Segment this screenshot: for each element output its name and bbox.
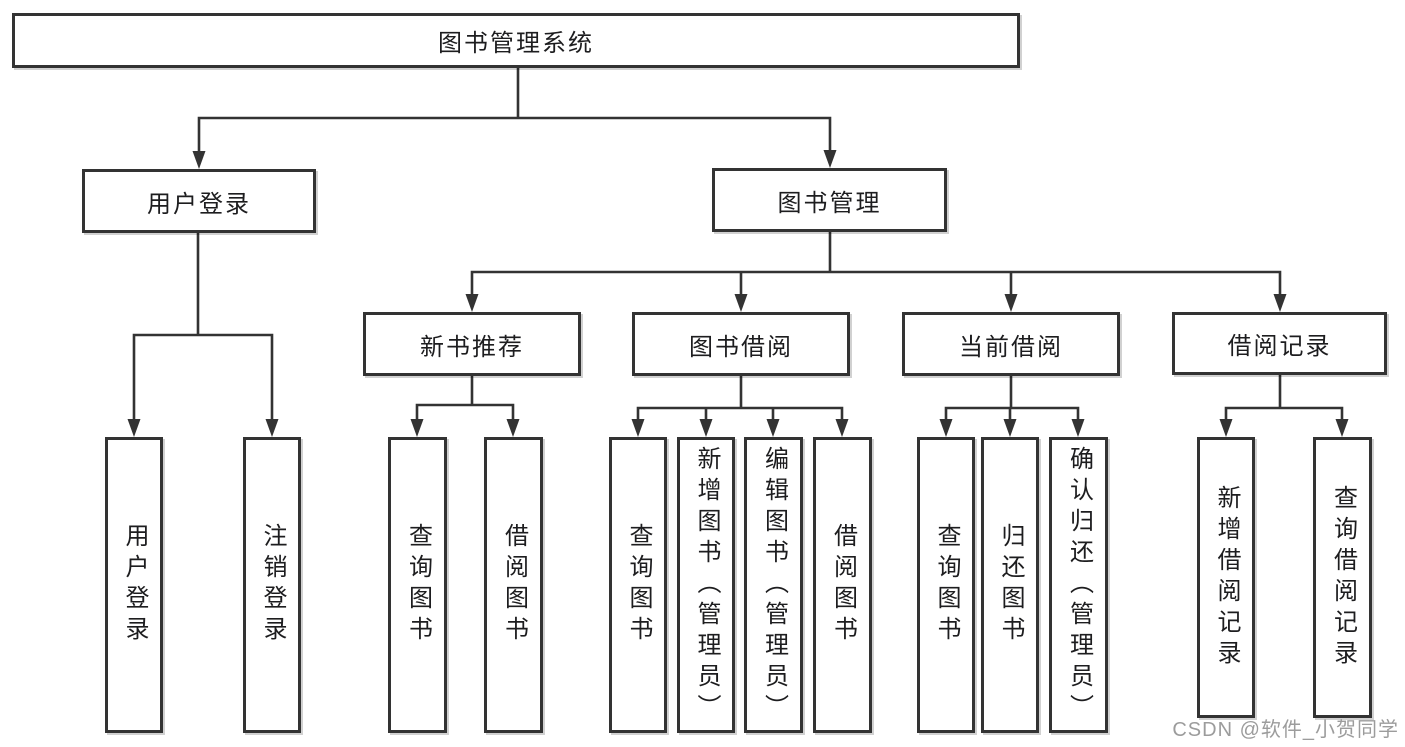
leaf-edit-books-admin: 编辑图书（管理员） <box>744 437 803 733</box>
leaf-label: 新增借阅记录 <box>1213 484 1240 671</box>
arrowheads <box>127 150 1349 437</box>
leaf-label: 查询图书 <box>933 523 960 647</box>
leaf-label: 确认归还（管理员） <box>1065 445 1093 725</box>
connector-new-book-split <box>415 374 515 424</box>
leaf-query-borrow-record: 查询借阅记录 <box>1313 437 1372 718</box>
leaf-label: 查询图书 <box>404 523 432 647</box>
leaf-label: 查询借阅记录 <box>1329 484 1357 671</box>
leaf-label: 借阅图书 <box>829 523 857 647</box>
node-new-book-recommend: 新书推荐 <box>363 312 581 376</box>
node-borrow-records: 借阅记录 <box>1172 312 1387 375</box>
leaf-return-books: 归还图书 <box>981 437 1039 733</box>
node-current-borrow: 当前借阅 <box>902 312 1120 376</box>
node-book-borrowing: 图书借阅 <box>632 312 850 376</box>
leaf-query-books-borrowing: 查询图书 <box>609 437 667 733</box>
leaf-label: 归还图书 <box>997 523 1024 647</box>
connector-book-borrow-split <box>636 374 844 424</box>
node-book-management: 图书管理 <box>712 168 947 232</box>
connector-borrow-records-split <box>1224 373 1344 424</box>
leaf-borrow-books: 借阅图书 <box>813 437 872 733</box>
leaf-add-books-admin: 新增图书（管理员） <box>677 437 735 733</box>
leaf-add-borrow-record: 新增借阅记录 <box>1197 437 1255 718</box>
connector-user-login-split <box>132 231 274 423</box>
leaf-label: 新增图书（管理员） <box>693 445 720 725</box>
leaf-label: 用户登录 <box>121 523 148 647</box>
leaf-confirm-return-admin: 确认归还（管理员） <box>1049 437 1108 733</box>
leaf-label: 编辑图书（管理员） <box>760 445 788 725</box>
leaf-label: 注销登录 <box>259 523 286 647</box>
watermark: CSDN @软件_小贺同学 <box>1172 719 1399 741</box>
leaf-user-login: 用户登录 <box>105 437 163 733</box>
leaf-query-books-recommend: 查询图书 <box>388 437 447 733</box>
connector-book-mgmt-split <box>470 230 1282 299</box>
leaf-logout: 注销登录 <box>243 437 301 733</box>
leaf-query-books-current: 查询图书 <box>917 437 975 733</box>
node-library-system: 图书管理系统 <box>12 13 1020 68</box>
leaf-label: 查询图书 <box>625 523 652 647</box>
leaf-label: 借阅图书 <box>500 523 528 647</box>
leaf-borrow-books-recommend: 借阅图书 <box>484 437 543 733</box>
node-user-login: 用户登录 <box>82 169 316 233</box>
connector-root-split <box>197 66 832 155</box>
connector-current-borrow-split <box>944 373 1080 424</box>
